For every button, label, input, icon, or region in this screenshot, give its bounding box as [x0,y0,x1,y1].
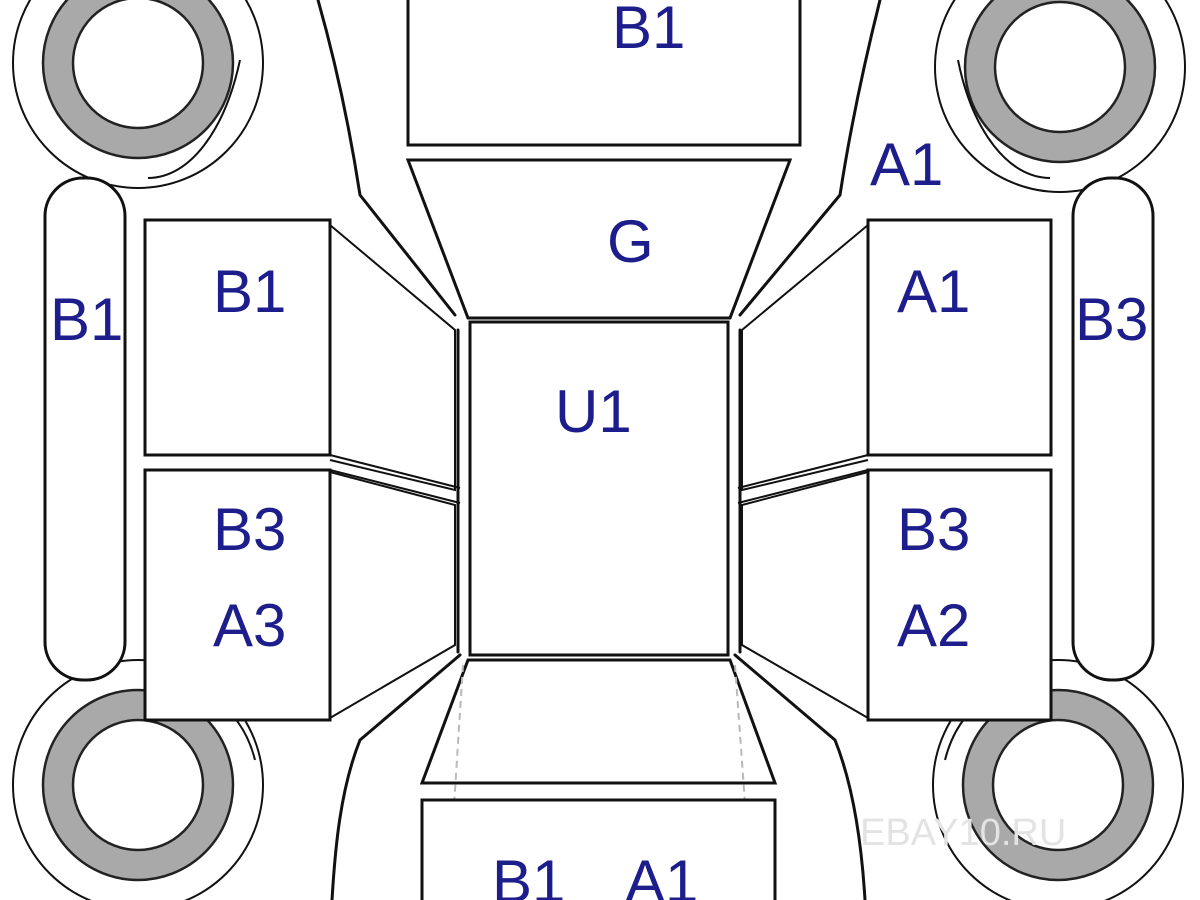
label-trunk-right: A1 [625,848,698,900]
rear-window-panel [419,658,778,785]
label-hood: B1 [612,0,685,61]
right-front-door-glass [741,224,869,492]
label-right-sill: B3 [1075,286,1148,353]
label-right-rear-door-bottom: A2 [897,592,970,659]
left-front-door-glass [329,224,456,492]
trunk-panel [420,798,777,900]
hood-panel [406,0,802,147]
front-right-fender-outline [738,0,882,317]
roof-panel [468,320,730,657]
rear-left-quarter-outline [330,653,462,900]
left-fender-arch [147,59,241,179]
left-b-pillar-top [329,454,461,489]
left-b-pillar-bottom [329,469,461,504]
label-right-rear-door-top: B3 [897,496,970,563]
right-fender-arch [957,59,1051,179]
label-left-front-door: B1 [213,258,286,325]
right-rear-door-glass [741,471,869,719]
label-right-front-door: A1 [897,258,970,325]
left-front-door-panel [143,218,332,457]
right-front-door-panel [866,218,1053,457]
right-sill-panel [1071,176,1155,682]
wheel-rear-left [12,659,264,900]
wheel-front-right [934,0,1186,193]
rear-right-quarter-outline [733,653,867,900]
windshield-panel [405,158,793,320]
watermark-text: EBAY10.RU [860,812,1066,854]
label-windshield: G [607,208,654,275]
left-rear-door-glass [329,471,456,719]
wheel-rear-right [932,659,1184,900]
label-left-rear-door-top: B3 [213,496,286,563]
label-trunk-left: B1 [492,848,565,900]
label-front-right-fender: A1 [870,131,943,198]
label-left-rear-door-bottom: A3 [213,592,286,659]
right-rear-door-panel [866,468,1053,722]
label-left-sill: B1 [50,286,123,353]
front-left-fender-outline [316,0,457,317]
right-b-pillar-bottom [737,469,869,504]
right-b-pillar-top [737,454,869,489]
left-rear-door-panel [143,468,332,722]
wheel-front-left [12,0,264,189]
label-roof: U1 [555,378,632,445]
left-sill-panel [43,176,127,682]
